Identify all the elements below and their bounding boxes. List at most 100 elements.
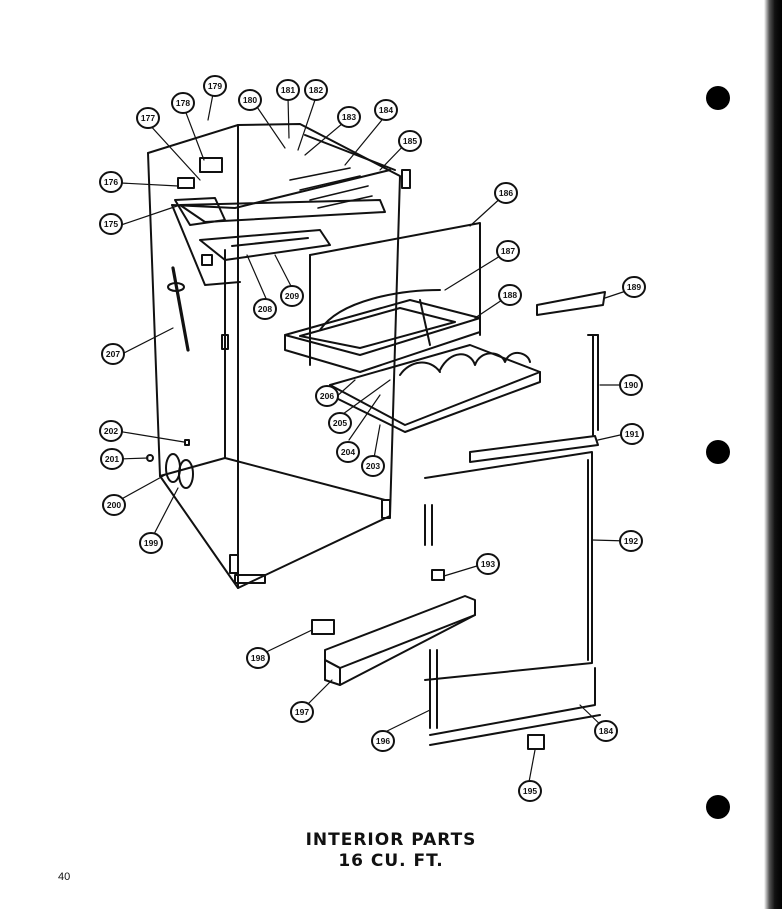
callout-number: 190 <box>624 380 638 390</box>
callout-number: 175 <box>104 219 118 229</box>
callout-number: 176 <box>104 177 118 187</box>
callout-number: 187 <box>501 246 515 256</box>
callout-circle <box>496 240 520 262</box>
callout-circle <box>304 79 328 101</box>
callout-circle <box>371 730 395 752</box>
callout-number: 184 <box>379 105 393 115</box>
callout-177: 177 <box>136 107 160 129</box>
callout-circle <box>594 720 618 742</box>
diagram-title: INTERIOR PARTS <box>305 830 477 850</box>
callout-183: 183 <box>337 106 361 128</box>
callout-number: 197 <box>295 707 309 717</box>
callout-number: 195 <box>523 786 537 796</box>
callout-number: 181 <box>281 85 295 95</box>
callout-circle <box>619 530 643 552</box>
cabinet-brackets <box>221 169 411 584</box>
callout-195: 195 <box>518 780 542 802</box>
small-hardware <box>146 254 545 750</box>
crisper-drawer-front <box>324 595 476 686</box>
callout-number: 204 <box>341 447 355 457</box>
callout-circle <box>100 448 124 470</box>
callout-190: 190 <box>619 374 643 396</box>
callout-circle <box>315 385 339 407</box>
callout-208: 208 <box>253 298 277 320</box>
cabinet-liner <box>147 123 401 589</box>
callout-207: 207 <box>101 343 125 365</box>
control-housing <box>174 157 226 226</box>
callout-200: 200 <box>102 494 126 516</box>
callout-circle <box>276 79 300 101</box>
callout-circle <box>171 92 195 114</box>
callout-201: 201 <box>100 448 124 470</box>
callout-202: 202 <box>99 420 123 442</box>
callout-205: 205 <box>328 412 352 434</box>
callout-179: 179 <box>203 75 227 97</box>
callout-188: 188 <box>498 284 522 306</box>
callout-number: 183 <box>342 112 356 122</box>
callout-number: 209 <box>285 291 299 301</box>
crisper-shelf <box>329 344 541 433</box>
callout-circle <box>328 412 352 434</box>
diagram-subtitle: 16 CU. FT. <box>338 851 444 871</box>
callout-number: 201 <box>105 454 119 464</box>
callout-number: 202 <box>104 426 118 436</box>
callout-circle <box>246 647 270 669</box>
callout-number: 196 <box>376 736 390 746</box>
callout-181: 181 <box>276 79 300 101</box>
callout-number: 200 <box>107 500 121 510</box>
callout-203: 203 <box>361 455 385 477</box>
callout-circle <box>238 89 262 111</box>
callout-number: 191 <box>625 429 639 439</box>
callout-number: 205 <box>333 418 347 428</box>
callout-176: 176 <box>99 171 123 193</box>
callout-circle <box>498 284 522 306</box>
callout-number: 178 <box>176 98 190 108</box>
callout-198: 198 <box>246 647 270 669</box>
callout-196: 196 <box>371 730 395 752</box>
callout-number: 184 <box>599 726 613 736</box>
callout-number: 208 <box>258 304 272 314</box>
callout-circle <box>337 106 361 128</box>
callout-192: 192 <box>619 530 643 552</box>
callout-193: 193 <box>476 553 500 575</box>
callout-circle <box>139 532 163 554</box>
binder-hole-top <box>706 86 730 110</box>
callout-186: 186 <box>494 182 518 204</box>
binder-hole-bottom <box>706 795 730 819</box>
callout-187: 187 <box>496 240 520 262</box>
ice-tray-frame <box>284 289 481 373</box>
callout-number: 206 <box>320 391 334 401</box>
callout-number: 199 <box>144 538 158 548</box>
callout-circle <box>290 701 314 723</box>
callout-number: 179 <box>208 81 222 91</box>
callout-175: 175 <box>99 213 123 235</box>
callout-leaders <box>115 93 633 783</box>
callout-number: 177 <box>141 113 155 123</box>
callout-number: 186 <box>499 188 513 198</box>
callout-number: 188 <box>503 290 517 300</box>
page-binding-edge <box>764 0 782 909</box>
callout-number: 180 <box>243 95 257 105</box>
callout-197: 197 <box>290 701 314 723</box>
callout-circle <box>518 780 542 802</box>
callout-number: 193 <box>481 559 495 569</box>
shelf-trim-strip <box>536 291 606 316</box>
callout-circle <box>494 182 518 204</box>
callout-circle <box>336 441 360 463</box>
callout-199: 199 <box>139 532 163 554</box>
callout-191: 191 <box>620 423 644 445</box>
callout-circle <box>619 374 643 396</box>
page-number: 40 <box>58 871 71 883</box>
callout-189: 189 <box>622 276 646 298</box>
binder-hole-middle <box>706 440 730 464</box>
callout-circle <box>374 99 398 121</box>
callout-number: 185 <box>403 136 417 146</box>
callout-circle <box>102 494 126 516</box>
callout-circle <box>99 420 123 442</box>
callout-circle <box>136 107 160 129</box>
callout-circle <box>101 343 125 365</box>
callout-circle <box>203 75 227 97</box>
callout-number: 207 <box>106 349 120 359</box>
callout-184: 184 <box>374 99 398 121</box>
